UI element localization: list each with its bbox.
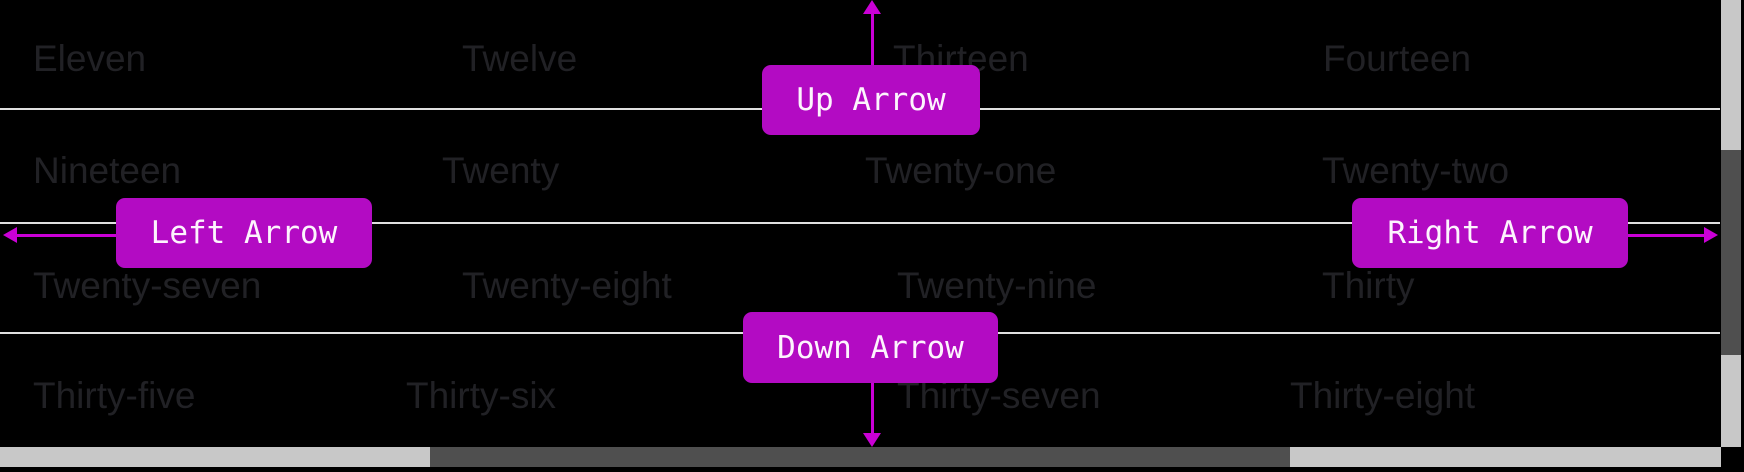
down-arrowhead-icon xyxy=(863,433,881,447)
down-arrow-line xyxy=(871,382,874,433)
grid-cell: Thirty-five xyxy=(33,375,196,416)
grid-cell: Twenty-seven xyxy=(33,265,262,306)
left-arrowhead-icon xyxy=(3,227,17,243)
grid-cell: Thirty-seven xyxy=(897,375,1101,416)
grid-cell: Twenty xyxy=(442,150,560,191)
left-arrow-label[interactable]: Left Arrow xyxy=(116,198,372,268)
down-arrow-label[interactable]: Down Arrow xyxy=(743,312,998,383)
right-arrow-line xyxy=(1626,234,1705,237)
grid-cell: Twelve xyxy=(462,38,578,79)
grid-cell: Twenty-nine xyxy=(897,265,1097,306)
grid-cell: Twenty-two xyxy=(1322,150,1510,191)
grid-cell: Thirty xyxy=(1322,265,1415,306)
grid-cell: Nineteen xyxy=(33,150,182,191)
row-separator xyxy=(0,222,1720,224)
horizontal-scrollbar-thumb[interactable] xyxy=(430,447,1290,467)
grid-cell: Eleven xyxy=(33,38,147,79)
horizontal-scrollbar[interactable] xyxy=(0,447,1721,467)
grid-cell: Thirty-six xyxy=(406,375,557,416)
up-arrow-line xyxy=(871,13,874,66)
up-arrow-label[interactable]: Up Arrow xyxy=(762,65,980,135)
vertical-scrollbar[interactable] xyxy=(1721,0,1741,447)
grid-cell: Fourteen xyxy=(1323,38,1472,79)
left-arrow-line xyxy=(14,234,118,237)
right-arrow-label[interactable]: Right Arrow xyxy=(1352,198,1628,268)
grid-cell: Twenty-eight xyxy=(462,265,672,306)
right-arrowhead-icon xyxy=(1704,227,1718,243)
up-arrowhead-icon xyxy=(863,0,881,14)
grid-cell: Thirty-eight xyxy=(1290,375,1476,416)
vertical-scrollbar-thumb[interactable] xyxy=(1721,150,1741,355)
grid-cell: Twenty-one xyxy=(865,150,1057,191)
